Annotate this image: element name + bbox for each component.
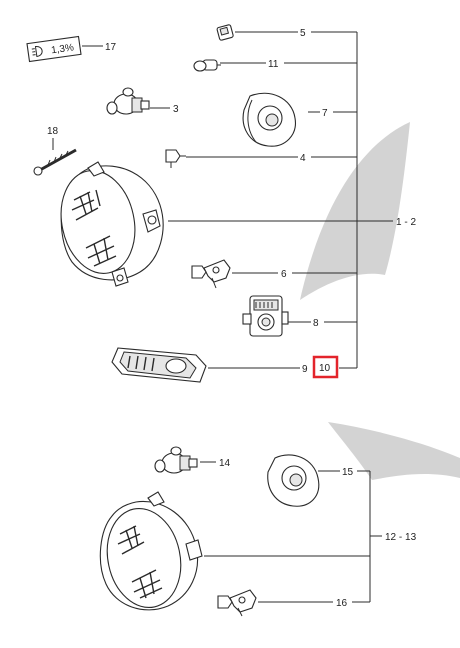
halogen-bulb-part (106, 87, 150, 115)
callout-10: 10 (319, 363, 331, 374)
callout-18: 18 (47, 126, 59, 137)
callout-11: 11 (268, 59, 279, 70)
aim-label-text: 1,3% (50, 42, 74, 56)
callout-9: 9 (302, 364, 308, 375)
callout-1-2: 1 - 2 (396, 217, 416, 228)
callout-3: 3 (173, 104, 179, 115)
lower-adjusting-clip-part (217, 589, 257, 617)
adjuster-screw-part (165, 149, 186, 168)
callout-17: 17 (105, 42, 117, 53)
lower-assembly-bracket (200, 461, 382, 603)
marker-lamp-part (111, 347, 207, 383)
connector-clip-part (216, 24, 234, 41)
watermark-swoosh-lower (328, 422, 460, 480)
callout-16: 16 (336, 598, 348, 609)
callout-5: 5 (300, 28, 306, 39)
callout-12-13: 12 - 13 (385, 532, 417, 543)
long-bolt-part (33, 138, 77, 176)
lower-halogen-bulb-part (154, 446, 198, 474)
callout-4: 4 (300, 153, 306, 164)
callout-7: 7 (322, 108, 328, 119)
control-module-part (242, 295, 289, 337)
aim-label-part (26, 35, 82, 63)
callout-6: 6 (281, 269, 287, 280)
lower-headlamp-unit-part (99, 491, 203, 611)
callout-15: 15 (342, 467, 354, 478)
lower-dust-cap-part (267, 454, 320, 507)
adjusting-clip-part (191, 259, 231, 289)
headlamp-unit-part (60, 161, 164, 287)
callout-8: 8 (313, 318, 319, 329)
watermark-swoosh-upper (300, 122, 410, 300)
callout-14: 14 (219, 458, 231, 469)
dust-cap-part (242, 92, 296, 147)
side-bulb-part (193, 59, 221, 72)
callout-10-highlight-box (312, 355, 339, 379)
upper-assembly-bracket (82, 31, 393, 369)
